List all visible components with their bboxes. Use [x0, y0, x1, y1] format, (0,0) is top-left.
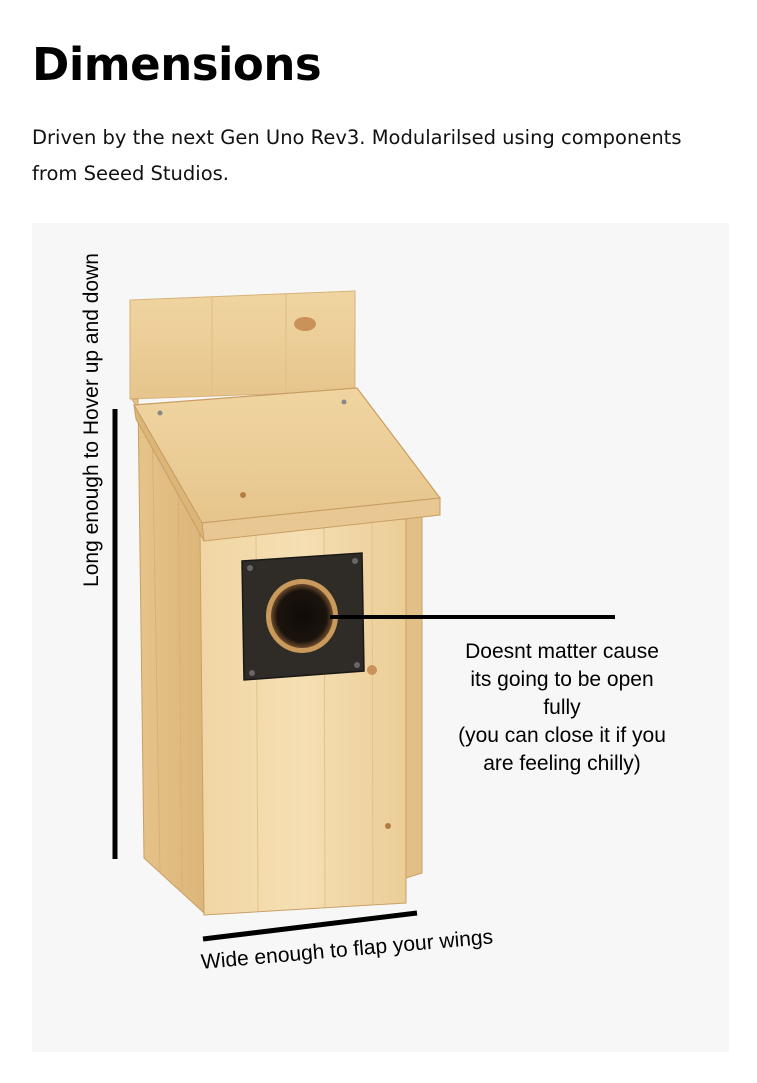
entrance-annotation-line: fully — [543, 696, 581, 719]
birdhouse-figure: Long enough to Hover up and down Wide en… — [32, 223, 729, 1052]
back-board — [129, 290, 356, 400]
entrance-annotation: Doesnt matter cause its going to be open… — [428, 638, 696, 778]
height-annotation: Long enough to Hover up and down — [80, 253, 103, 587]
entrance-plate — [241, 552, 365, 681]
page-description: Driven by the next Gen Uno Rev3. Modular… — [32, 126, 682, 185]
entrance-hole — [271, 584, 333, 648]
birdhouse-illustration — [112, 290, 615, 942]
entrance-annotation-line: (you can close it if you — [458, 724, 666, 747]
right-edge-board — [405, 512, 423, 879]
entrance-annotation-line: its going to be open — [470, 668, 654, 691]
roof — [133, 387, 442, 542]
width-dimension-line — [202, 910, 418, 942]
entrance-annotation-line: Doesnt matter cause — [465, 640, 659, 663]
entrance-annotation-line: are feeling chilly) — [483, 752, 641, 775]
page-title: Dimensions — [32, 38, 322, 91]
